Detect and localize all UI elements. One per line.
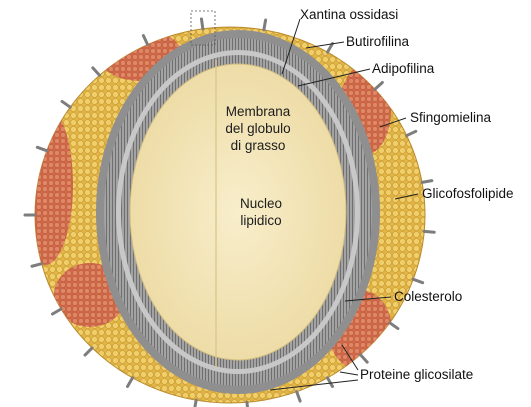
raft-patch (17, 105, 73, 265)
label-sfingomielina: Sfingomielina (410, 110, 491, 126)
protein-spike (62, 101, 70, 107)
label-glicofosfolipide: Glicofosfolipide (422, 186, 514, 202)
label-butirofilina: Butirofilina (346, 34, 409, 50)
core-caption-line-2: lipidico (226, 212, 296, 229)
protein-spike (390, 323, 398, 329)
membrane-caption-line-1: Membrana (210, 103, 306, 120)
protein-spike (360, 355, 367, 362)
core-caption: Nucleo lipidico (226, 195, 296, 229)
protein-spike (37, 147, 46, 150)
protein-spike (143, 36, 147, 45)
membrane-caption: Membrana del globulo di grasso (210, 103, 306, 154)
label-xantina-ossidasi: Xantina ossidasi (300, 7, 398, 23)
protein-spike (407, 131, 416, 135)
protein-spike (297, 392, 300, 401)
protein-spike (247, 402, 248, 407)
label-adipofilina: Adipofilina (372, 61, 434, 77)
protein-spike (201, 19, 202, 29)
label-colesterolo: Colesterolo (394, 289, 462, 305)
protein-spike (413, 279, 422, 282)
membrane-caption-line-2: del globulo (210, 120, 306, 137)
protein-spike (194, 400, 196, 407)
protein-spike (93, 68, 100, 75)
protein-spike (52, 309, 61, 314)
membrane-caption-line-3: di grasso (210, 137, 306, 154)
protein-spike (375, 83, 382, 90)
protein-spike (128, 378, 133, 387)
protein-spike (264, 20, 266, 30)
protein-spike (424, 231, 434, 232)
protein-spike (85, 348, 92, 355)
label-proteine-glicosilate: Proteine glicosilate (360, 367, 473, 383)
protein-spike (328, 378, 333, 387)
core-caption-line-1: Nucleo (226, 195, 296, 212)
protein-spike (32, 264, 42, 267)
protein-spike (422, 181, 432, 183)
